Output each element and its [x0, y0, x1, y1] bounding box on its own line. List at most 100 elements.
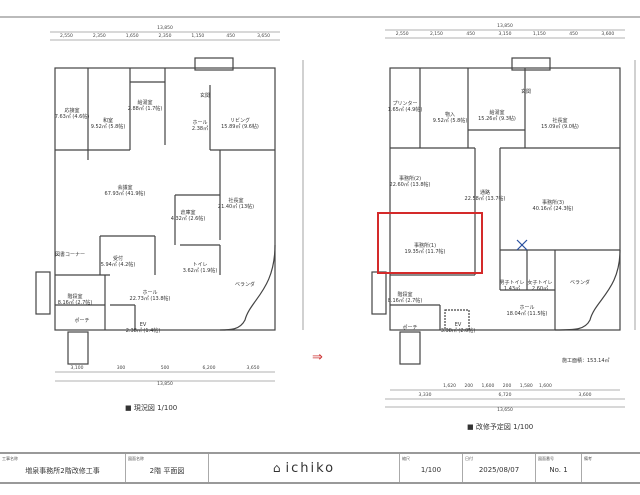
room-name: 和室	[102, 118, 114, 124]
room-label: ポーチ	[402, 325, 417, 331]
room-name: 玄関	[199, 93, 211, 99]
room-area: 4.32㎡ (2.6帖)	[170, 216, 206, 222]
room-name: 受付	[112, 256, 124, 262]
room-label: ベランダ	[570, 280, 590, 286]
house-logo-icon: ⌂	[272, 461, 283, 475]
room-area: 8.16㎡ (2.7帖)	[387, 298, 423, 304]
room-area: 5.94㎡ (4.2帖)	[100, 262, 136, 268]
scale-value: 1/100	[420, 466, 442, 474]
dimension-label: 1,150	[532, 32, 546, 37]
room-name: 男子トイレ	[499, 280, 525, 286]
company-logo: ⌂ ichiko	[209, 454, 399, 482]
room-area: 2.88㎡ (1.7帖)	[127, 106, 163, 112]
dimension-total: 13,850	[497, 24, 513, 29]
dimension-label: 2,150	[429, 32, 443, 37]
room-area: 18.04㎡ (11.5帖)	[506, 311, 548, 317]
remarks-cell: 備考	[582, 454, 640, 482]
dimension-label: 450	[226, 34, 235, 39]
room-name: 社長室	[228, 198, 244, 204]
room-area: 3.62㎡ (1.9帖)	[182, 268, 218, 274]
room-name: リビング	[229, 118, 251, 124]
room-name: 事務所(2)	[398, 176, 422, 182]
existing-plan-caption: ■ 現況図 1/100	[125, 404, 178, 412]
room-area: 15.26㎡ (9.3帖)	[478, 116, 516, 122]
room-area: 22.73㎡ (13.8帖)	[129, 296, 171, 302]
room-name: 階段室	[67, 294, 83, 300]
room-label: 事務所(1)19.35㎡ (11.7帖)	[405, 243, 446, 255]
dimension-label: 3,600	[578, 393, 592, 398]
room-name: 図書コーナー	[54, 252, 86, 258]
room-label: 事務所(3)40.16㎡ (24.3帖)	[533, 200, 574, 212]
dimension-label: 450	[466, 32, 475, 37]
project-cell: 工事名称 増泉事務所2階改修工事	[0, 454, 126, 482]
planned-plan-walls	[371, 57, 621, 365]
dimension-label: 200	[502, 384, 512, 389]
drawing-name: 2階 平面図	[149, 467, 185, 475]
drawing-label: 図面名称	[128, 456, 144, 461]
room-name: 玄関	[520, 89, 532, 95]
room-area: 67.93㎡ (41.9帖)	[104, 191, 146, 197]
room-label: ベランダ	[235, 282, 255, 288]
dimension-total: 13,650	[497, 408, 513, 413]
dimension-label: 6,200	[202, 366, 216, 371]
dimension-label: 1,620	[443, 384, 457, 389]
room-label: ポーチ	[74, 318, 89, 324]
room-name: ホール	[142, 290, 158, 296]
dimension-label: 300	[116, 366, 126, 371]
room-label: 玄関	[200, 93, 210, 99]
room-label: 玄関	[521, 89, 531, 95]
room-name: 会議室	[117, 185, 133, 191]
room-name: 事務所(1)	[413, 243, 437, 249]
room-area: 22.58㎡ (13.7帖)	[464, 196, 506, 202]
room-area: 15.09㎡ (9.0帖)	[541, 124, 579, 130]
dimension-label: 1,600	[538, 384, 552, 389]
remarks-label: 備考	[584, 456, 592, 461]
room-name: 物入	[444, 112, 456, 118]
dimension-label: 3,150	[498, 32, 512, 37]
room-area: 7.63㎡ (4.6帖)	[54, 114, 90, 120]
room-name: 社長室	[552, 118, 568, 124]
dimension-label: 2,350	[158, 34, 172, 39]
number-cell: 図面番号 No. 1	[536, 454, 582, 482]
room-area: 3.38㎡ (2.0帖)	[440, 328, 476, 334]
project-label: 工事名称	[2, 456, 18, 461]
room-name: 倉庫室	[180, 210, 196, 216]
room-name: 応接室	[64, 108, 80, 114]
room-area: 8.16㎡ (2.7帖)	[57, 300, 93, 306]
number-value: No. 1	[549, 466, 568, 474]
dimension-total: 13,850	[157, 26, 173, 31]
dimension-label: 6,720	[498, 393, 512, 398]
number-label: 図面番号	[538, 456, 554, 461]
dimension-label: 450	[569, 32, 578, 37]
room-name: トイレ	[192, 262, 208, 268]
room-area: 1.65㎡ (4.9帖)	[387, 107, 423, 113]
room-name: EV	[139, 322, 147, 328]
room-name: 通路	[479, 190, 491, 196]
existing-plan-walls	[35, 57, 276, 365]
dimension-label: 2,550	[395, 32, 409, 37]
room-name: ポーチ	[74, 318, 90, 324]
room-name: 給湯室	[489, 110, 505, 116]
dimension-label: 1,150	[191, 34, 205, 39]
room-area: 1.43㎡	[503, 286, 521, 292]
construction-area: 施工面積：153.14㎡	[562, 358, 610, 364]
room-area: 2.38㎡ (1.4帖)	[125, 328, 161, 334]
room-name: 女子トイレ	[527, 280, 553, 286]
logo-cell: ⌂ ichiko	[209, 454, 400, 482]
planned-plan-caption: ■ 改修予定図 1/100	[467, 423, 534, 431]
dimension-label: 2,350	[92, 34, 106, 39]
room-name: ベランダ	[234, 282, 256, 288]
